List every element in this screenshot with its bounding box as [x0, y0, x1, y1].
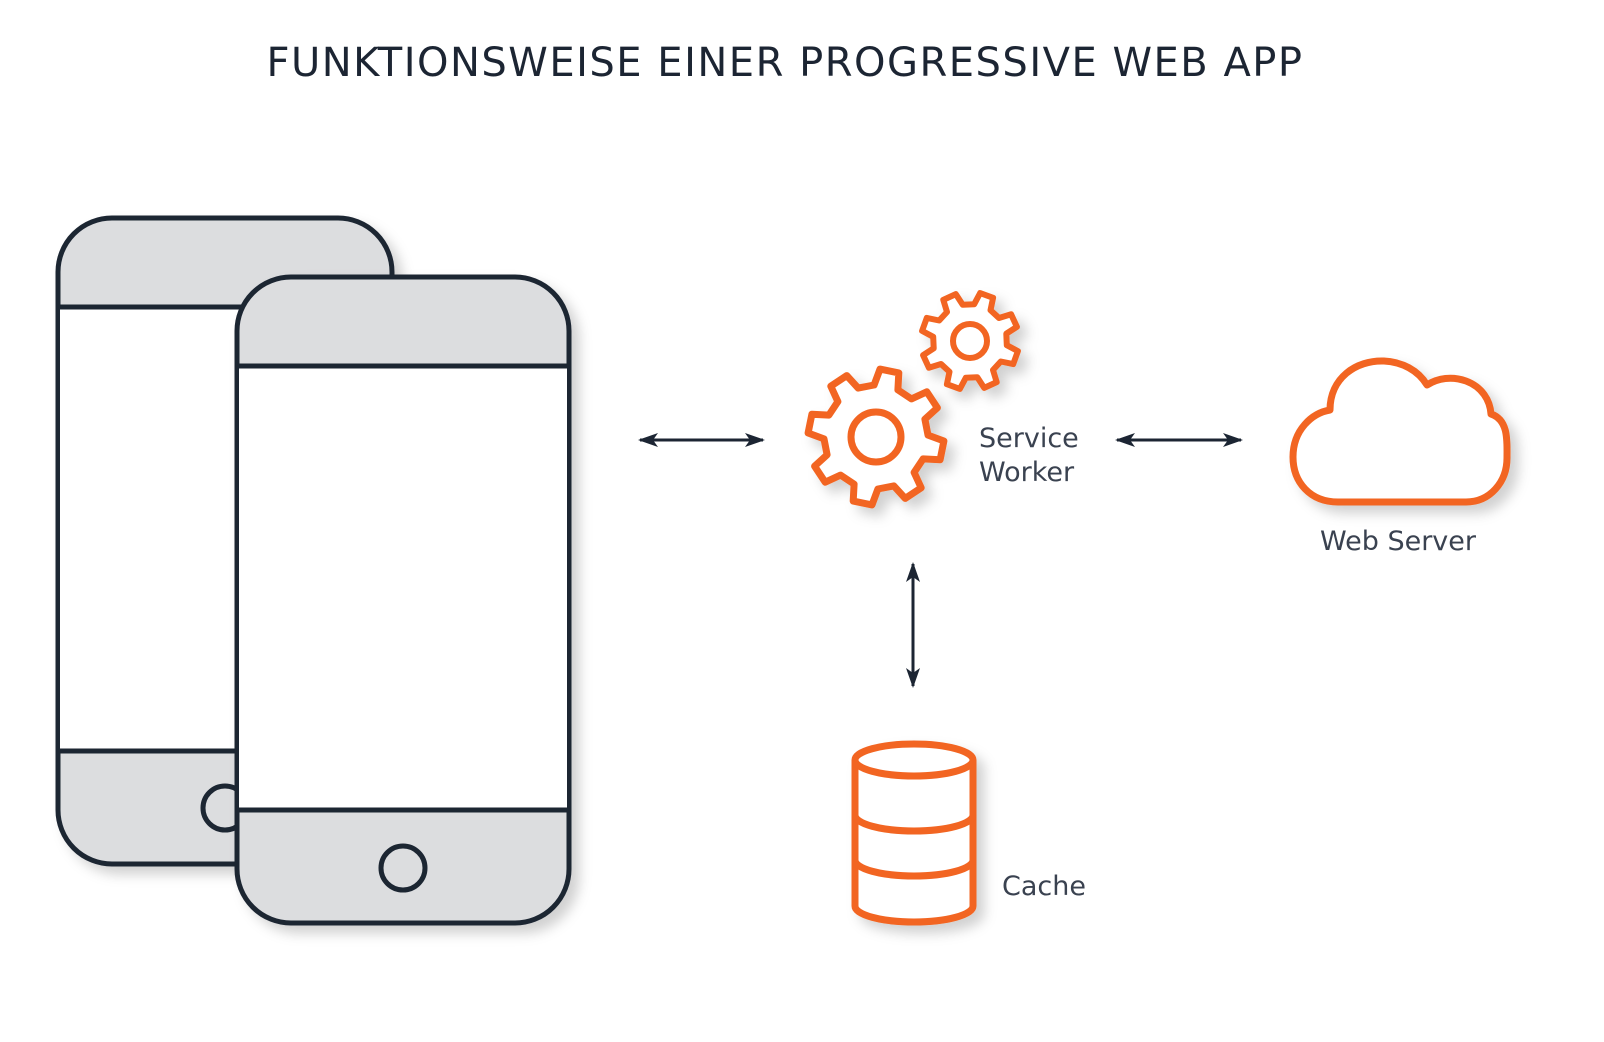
gears-icon [804, 290, 1021, 509]
smartphone-front-icon [234, 274, 572, 926]
cloud-icon [1289, 357, 1511, 506]
gear-large-hub [847, 408, 905, 466]
diagram-title: FUNKTIONSWEISE EINER PROGRESSIVE WEB APP [266, 40, 1304, 86]
service-worker-label-line2: Worker [979, 457, 1075, 488]
service-worker-label: Service Worker [979, 422, 1079, 490]
gear-small-hub [950, 321, 990, 361]
cache-label: Cache [1002, 871, 1086, 902]
service-worker-label-line1: Service [979, 423, 1079, 454]
web-server-label: Web Server [1320, 526, 1476, 557]
database-icon [851, 740, 977, 926]
